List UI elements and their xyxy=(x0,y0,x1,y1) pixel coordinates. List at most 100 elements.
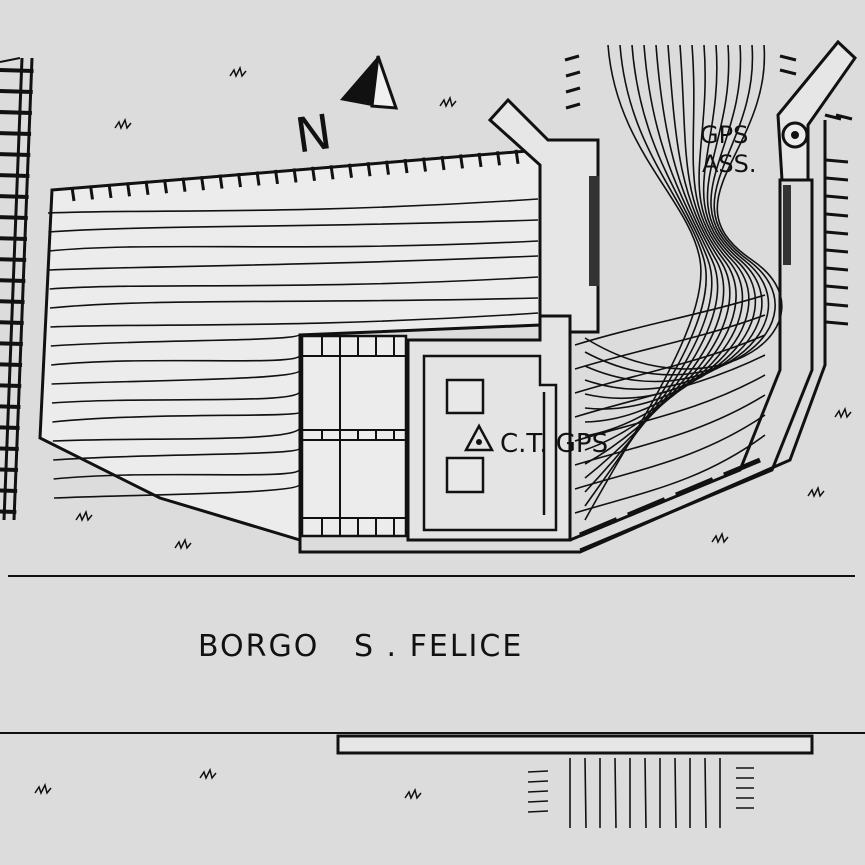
rail-tie xyxy=(0,152,31,157)
contour-line xyxy=(53,447,301,461)
contour-line xyxy=(584,44,763,390)
grass-tuft xyxy=(834,406,852,419)
slope-tick xyxy=(348,163,353,178)
hatch-line xyxy=(704,757,707,829)
contour-line xyxy=(584,44,737,437)
slope-tick xyxy=(477,152,483,168)
rail-tie xyxy=(0,446,19,451)
slope-tick xyxy=(144,180,150,196)
contour-line xyxy=(584,44,725,465)
contour-line xyxy=(574,354,766,418)
rail-tie xyxy=(0,509,17,514)
hatch-tick xyxy=(527,770,549,773)
grass-tuft xyxy=(75,509,93,522)
slope-tick xyxy=(825,176,849,182)
rail-tie xyxy=(0,383,22,388)
slope-tick xyxy=(200,175,205,191)
rail-tie xyxy=(0,194,29,199)
grass-tuft xyxy=(229,65,247,78)
contour-line xyxy=(584,44,750,410)
contour-line xyxy=(49,297,539,309)
rail-tie xyxy=(0,488,18,493)
grass-tuft xyxy=(34,782,52,795)
slope-contours-east xyxy=(569,44,814,552)
contour-line xyxy=(52,426,301,442)
slope-tick xyxy=(779,54,797,62)
slope-tick xyxy=(825,320,849,326)
north-label: N xyxy=(292,104,335,164)
brick-structure xyxy=(300,334,408,538)
gps-reference-label-line2: ASS. xyxy=(702,150,757,178)
contour-line xyxy=(49,255,539,271)
slope-tick xyxy=(825,212,849,218)
hatch-line xyxy=(584,757,587,829)
contour-line xyxy=(574,314,766,370)
slope-tick xyxy=(274,169,279,185)
slope-tick xyxy=(459,154,464,169)
slope-tick xyxy=(70,186,76,202)
contour-line xyxy=(53,483,301,499)
slope-tick xyxy=(237,172,242,188)
contour-line xyxy=(574,294,766,346)
contour-line xyxy=(51,390,301,404)
central-building xyxy=(406,314,572,542)
hatch-line xyxy=(614,757,617,829)
north-arrow-icon: N xyxy=(292,55,399,164)
hatch-tick xyxy=(527,810,549,813)
contour-line xyxy=(574,374,766,442)
hatch-tick xyxy=(527,780,549,783)
rail-tie xyxy=(0,257,27,262)
contour-line xyxy=(48,240,539,252)
rail-tie xyxy=(0,425,20,430)
slope-tick xyxy=(89,185,94,200)
slope-tick xyxy=(496,151,501,166)
grass-tuft xyxy=(439,95,457,108)
slope-tick xyxy=(565,86,581,94)
gps-reference-label-line1: GPS xyxy=(700,121,748,149)
contour-line xyxy=(584,44,783,370)
grass-tuft xyxy=(807,485,825,498)
hatch-line xyxy=(674,757,677,829)
slope-tick xyxy=(825,266,849,272)
contour-line xyxy=(584,44,770,383)
rail-tie xyxy=(0,320,24,325)
slope-tick xyxy=(311,166,316,182)
contour-line xyxy=(48,219,539,233)
slope-tick xyxy=(440,155,446,171)
slope-tick xyxy=(779,68,797,76)
contour-line xyxy=(574,434,766,514)
contour-line xyxy=(53,468,301,480)
slope-tick xyxy=(514,149,520,165)
contour-line xyxy=(574,394,766,466)
slope-tick xyxy=(422,157,427,172)
survey-triangle-icon xyxy=(463,423,495,452)
hatch-tick xyxy=(527,800,549,803)
rail-tie xyxy=(0,131,32,136)
rail-tie xyxy=(0,467,19,472)
grass-tuft xyxy=(711,531,729,544)
hatch-line xyxy=(644,757,647,829)
slope-tick xyxy=(824,113,842,121)
slope-ticks-north xyxy=(564,54,853,326)
grass-tuft xyxy=(174,537,192,550)
contour-line xyxy=(584,44,713,493)
rail-tie xyxy=(0,89,33,94)
slope-tick xyxy=(163,179,168,194)
contour-line xyxy=(47,198,539,214)
slope-tick xyxy=(329,165,335,180)
contour-line xyxy=(50,333,301,347)
contour-line xyxy=(50,312,539,328)
street-name-label: BORGO S . FELICE xyxy=(198,629,523,664)
slope-tick xyxy=(825,158,849,164)
slope-tick xyxy=(565,70,581,78)
fill-area-west xyxy=(38,148,542,543)
railway-track xyxy=(0,57,34,521)
contour-line xyxy=(574,334,766,394)
slope-tick xyxy=(218,174,224,189)
slope-tick xyxy=(564,54,580,62)
rail-tie xyxy=(0,299,25,304)
contour-line xyxy=(49,276,539,290)
slope-tick xyxy=(366,161,372,177)
slope-tick xyxy=(126,182,131,197)
